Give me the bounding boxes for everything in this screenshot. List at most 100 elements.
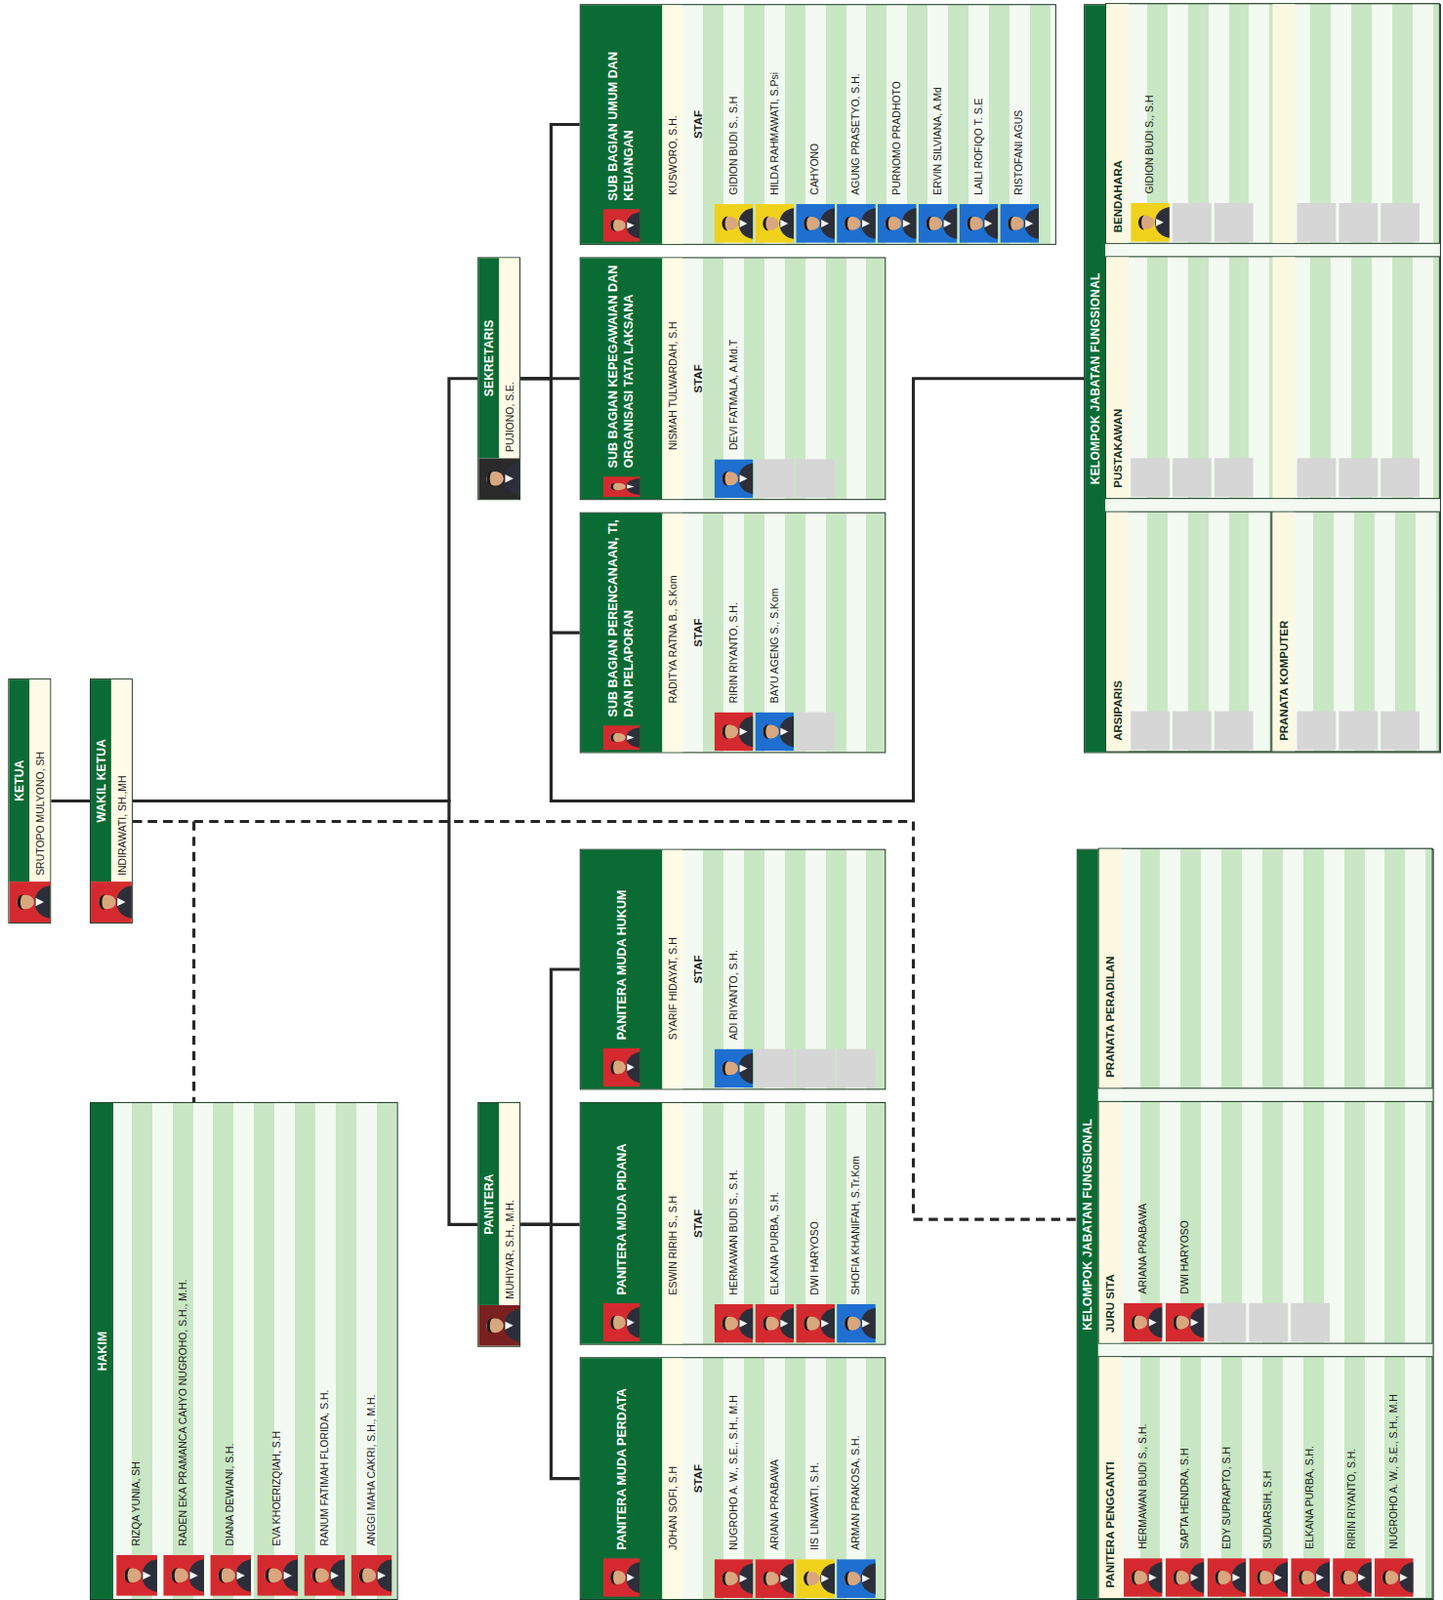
empty-row (1170, 3, 1213, 244)
photo-placeholder (1338, 711, 1378, 751)
portrait-photo (351, 1555, 393, 1597)
column-header: PRANATA KOMPUTER (1272, 512, 1295, 752)
header-band: KELOMPOK JABATAN FUNGSIONAL (1084, 4, 1106, 752)
group-box: KELOMPOK JABATAN FUNGSIONAL BENDAHARA GIDI… (1083, 3, 1442, 753)
header-band: SEKRETARIS (478, 257, 499, 458)
column-title: JURU SITA (1104, 1274, 1117, 1333)
connector-line (520, 1224, 580, 1479)
position-title: PANITERA (482, 1173, 495, 1235)
person-row: HERMAWAN BUDI S., S.H. (713, 1103, 755, 1345)
position-box: KETUA SRUTOPO MULYONO, SH (7, 678, 51, 924)
staff-heading: STAF (692, 1464, 705, 1493)
person-name: ARMAN PRAKOSA, S.H. (850, 1431, 863, 1560)
connector-line (132, 378, 478, 802)
empty-row (794, 513, 836, 753)
unit-header: SUB BAGIAN PERENCANAAN, TI, DAN PELAPORA… (580, 513, 663, 753)
portrait-photo (755, 204, 795, 244)
unit-box: PANITERA MUDA HUKUMSYARIF HIDAYAT, S.HST… (579, 849, 887, 1091)
photo-placeholder (1172, 711, 1212, 751)
function-column: JURU SITA ARIANA PRABAWA DWI HARYOSO (1098, 1101, 1434, 1345)
person-row: DEVI FATMALA, A.Md.T (713, 257, 755, 499)
column-title: ARSIPARIS (1111, 680, 1124, 742)
photo-placeholder (755, 458, 795, 498)
unit-title: PANITERA MUDA HUKUM (614, 890, 630, 1041)
person-row: GIDION BUDI S., S.H (713, 4, 755, 245)
header-band: HAKIM (90, 1103, 114, 1600)
position-title: WAKIL KETUA (94, 739, 108, 824)
column-header: PUSTAKAWAN (1106, 256, 1129, 498)
person-name: RISTOFANI AGUS (1013, 106, 1026, 206)
person-row: ARIANA PRABAWA (753, 1358, 795, 1600)
portrait-photo (209, 1555, 251, 1597)
column-header: ARSIPARIS (1106, 512, 1129, 752)
portrait-photo (163, 1555, 205, 1597)
photo-placeholder (1172, 203, 1212, 243)
person-row: RADEN EKA PRAMANCA CAHYO NUGROHO, S.H., … (160, 1103, 207, 1600)
person-row: SAPTA HENDRA, S.H (1163, 1357, 1206, 1599)
person-row: LAILI ROFIQO T. S.E (958, 4, 1000, 245)
empty-row (1378, 512, 1421, 752)
unit-header: PANITERA MUDA PIDANA (580, 1103, 663, 1345)
unit-header: SUB BAGIAN UMUM DAN KEUANGAN (580, 4, 663, 245)
empty-row (1294, 512, 1337, 752)
person-name: ANGGI MAHA CAKRI, S.H., M.H. (365, 1390, 377, 1556)
photo-placeholder (1297, 457, 1337, 497)
blank-header (1272, 256, 1295, 498)
photo-placeholder (1290, 1303, 1330, 1343)
portrait-photo (256, 1555, 298, 1597)
photo-placeholder (795, 458, 835, 498)
person-row: HILDA RAHMAWATI, S.Psi (753, 4, 795, 245)
column-header: BENDAHARA (1106, 3, 1129, 244)
person-name: GIDION BUDI S., S.H (728, 91, 741, 205)
name-band: SRUTOPO MULYONO, SH (29, 679, 50, 882)
staff-band: STAF (682, 4, 713, 245)
person-row: ELKANA PURBA, S.H. (753, 1103, 795, 1345)
dashed-connector (132, 821, 195, 1102)
portrait-photo (1373, 1558, 1413, 1598)
person-name: DWI HARYOSO (1178, 1216, 1191, 1304)
group-box: KELOMPOK JABATAN FUNGSIONALPANITERA PENG… (1076, 849, 1435, 1600)
person-row: GIDION BUDI S., S.H (1128, 3, 1171, 244)
header-band: KELOMPOK JABATAN FUNGSIONAL (1077, 850, 1099, 1600)
empty-row (835, 850, 877, 1090)
person-name: PUJIONO, S.E. (503, 381, 515, 453)
staff-band: STAF (682, 850, 713, 1090)
photo-placeholder (1296, 711, 1336, 751)
connector-line (520, 969, 580, 1225)
photo-placeholder (1172, 457, 1212, 497)
portrait-photo (795, 1559, 835, 1599)
portrait-photo (478, 1305, 520, 1347)
photo-placeholder (1213, 711, 1253, 751)
head-name-band: JOHAN SOFI, S.H (661, 1358, 683, 1600)
column-header: JURU SITA (1099, 1102, 1122, 1344)
empty-row (1212, 512, 1255, 752)
person-name: ESWIN RIRIH S., S.H (666, 1195, 678, 1296)
portrait-photo (603, 1048, 641, 1088)
person-name: RADEN EKA PRAMANCA CAHYO NUGROHO, S.H., … (177, 1275, 190, 1556)
person-name: LAILI ROFIQO T. S.E (972, 93, 985, 205)
person-row: NUGROHO A. W., S.E., S.H., M.H (1372, 1357, 1415, 1599)
person-name: MUHIYAR, S.H., M.H. (503, 1199, 515, 1299)
group-title: KELOMPOK JABATAN FUNGSIONAL (1081, 1118, 1095, 1331)
person-name: SRUTOPO MULYONO, SH (34, 751, 45, 876)
person-row: SHOFIA KHANIFAH, S.Tr.Kom (835, 1103, 877, 1345)
person-row: ARIANA PRABAWA (1121, 1102, 1164, 1344)
group-title: KELOMPOK JABATAN FUNGSIONAL (1088, 272, 1102, 485)
head-name-band: KUSWORO, S.H. (661, 4, 683, 245)
unit-box: SUB BAGIAN UMUM DAN KEUANGANKUSWORO, S.H… (579, 3, 1057, 246)
portrait-photo (959, 204, 999, 244)
position-title: KETUA (13, 759, 27, 801)
person-row: DWI HARYOSO (794, 1103, 836, 1345)
person-name: JOHAN SOFI, S.H (666, 1466, 678, 1551)
portrait-photo (714, 1559, 754, 1599)
person-row: RANUM FATIMAH FLORIDA, S.H. (300, 1103, 348, 1600)
person-name: GIDION BUDI S., S.H (1143, 90, 1155, 204)
column-header: PRANATA PERADILAN (1099, 849, 1122, 1089)
portrait-photo (1164, 1558, 1204, 1598)
function-column: PUSTAKAWAN (1105, 255, 1441, 499)
name-band: PUJIONO, S.E. (498, 257, 520, 458)
function-column: BENDAHARA GIDION BUDI S., S.H (1105, 2, 1441, 245)
judge-table: HAKIMRIZQA YUNIA, SHRADEN EKA PRAMANCA C… (89, 1102, 399, 1600)
header-band: KETUA (8, 679, 30, 882)
position-box: PANITERA MUHIYAR, S.H., M.H. (477, 1102, 521, 1348)
